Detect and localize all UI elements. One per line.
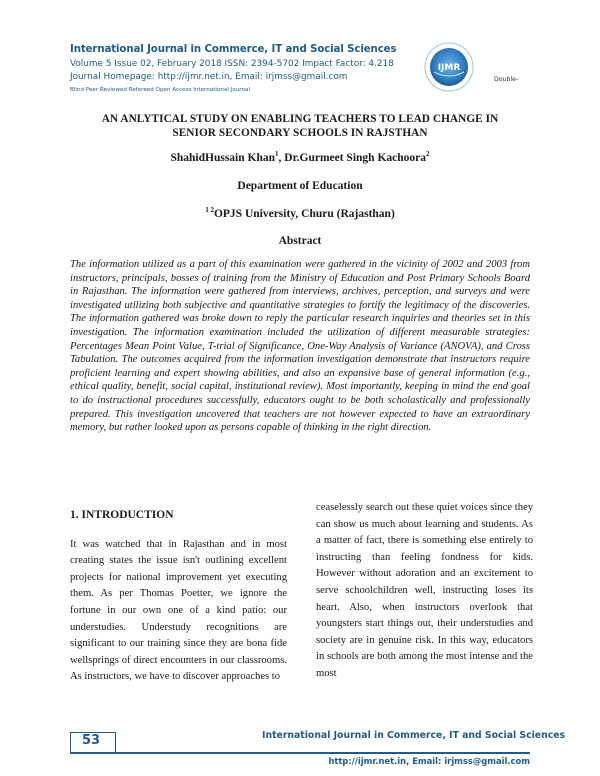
volume-issue-line: Volume 5 Issue 02, February 2018 ISSN: 2… <box>70 59 394 69</box>
author-line: ShahidHussain Khan1, Dr.Gurmeet Singh Ka… <box>70 150 530 164</box>
university-line: 1 2OPJS University, Churu (Rajasthan) <box>70 206 530 220</box>
footer-contact: http://ijmr.net.in, Email: irjmss@gmail.… <box>328 756 530 766</box>
author-separator: , <box>278 151 285 164</box>
author-1: ShahidHussain Khan <box>170 151 276 164</box>
review-line: Blind Peer Reviewed Refereed Open Access… <box>70 87 251 93</box>
page-number-box <box>70 732 116 754</box>
author-2: Dr.Gurmeet Singh Kachoora <box>284 151 426 164</box>
section-heading: 1. INTRODUCTION <box>70 509 174 521</box>
page-number: 53 <box>82 733 101 748</box>
abstract-text: The information utilized as a part of th… <box>70 259 530 434</box>
author-1-affiliation: 1 <box>275 150 279 158</box>
abstract-heading: Abstract <box>278 235 322 247</box>
department: Department of Education <box>237 180 363 192</box>
intro-paragraph-right: ceaselessly search out these quiet voice… <box>316 502 533 679</box>
logo-text: IJMR <box>438 63 461 73</box>
title-line-2: SENIOR SECONDARY SCHOOLS IN RAJSTHAN <box>172 126 428 139</box>
author-2-affiliation: 2 <box>426 150 430 158</box>
journal-title: International Journal in Commerce, IT an… <box>70 44 397 55</box>
footer-journal-title: International Journal in Commerce, IT an… <box>262 730 566 741</box>
university: OPJS University, Churu (Rajasthan) <box>213 207 395 220</box>
journal-logo: IJMR <box>424 42 474 92</box>
left-column: 1. INTRODUCTION It was watched that in R… <box>70 500 287 686</box>
paper-title: AN ANLYTICAL STUDY ON ENABLING TEACHERS … <box>70 113 530 140</box>
right-column: ceaselessly search out these quiet voice… <box>316 500 533 683</box>
intro-paragraph-left: It was watched that in Rajasthan and in … <box>70 538 287 683</box>
university-affiliation-marks: 1 2 <box>205 206 214 214</box>
title-line-1: AN ANLYTICAL STUDY ON ENABLING TEACHERS … <box>101 113 499 125</box>
homepage-line: Journal Homepage: http://ijmr.net.in, Em… <box>70 72 348 82</box>
journal-header: International Journal in Commerce, IT an… <box>70 44 530 96</box>
footer-divider <box>70 752 530 754</box>
double-label: Double- <box>494 76 519 83</box>
